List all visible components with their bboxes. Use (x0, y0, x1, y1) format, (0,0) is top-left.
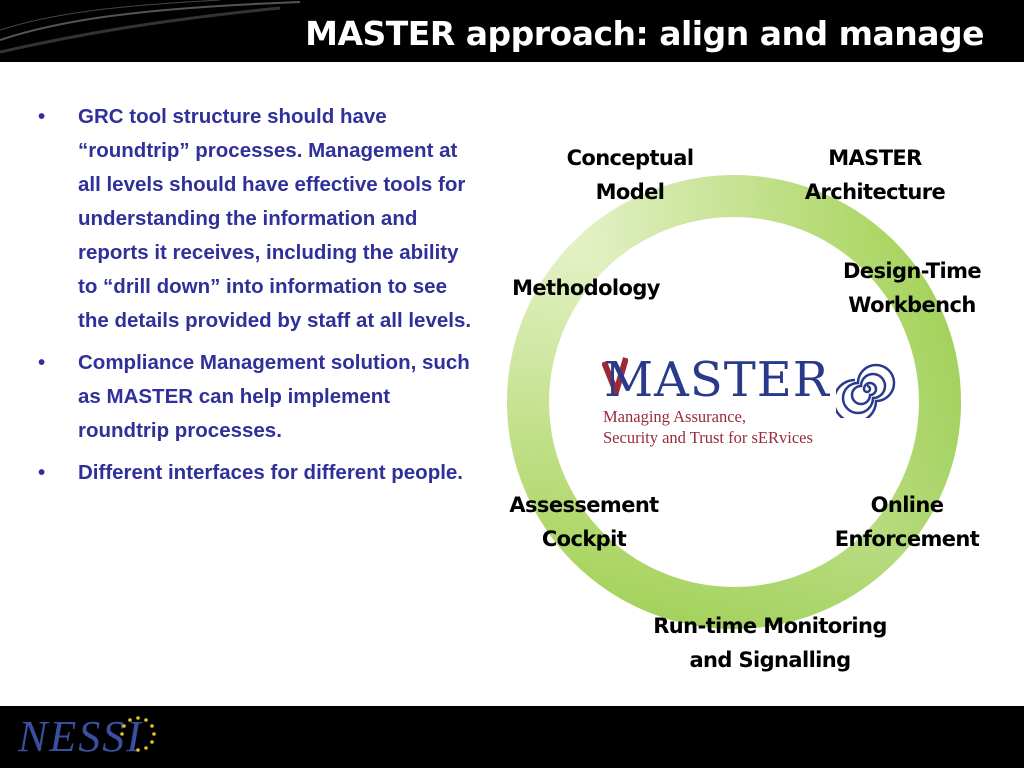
bullet-text: Compliance Management solution, such as … (78, 351, 470, 442)
label-assessement-cockpit: Assessement Cockpit (509, 493, 659, 551)
cycle-ring (507, 175, 961, 629)
bullet-marker: • (38, 105, 46, 128)
logo-subtitle-line1: Managing Assurance, (603, 407, 746, 426)
bullet-marker: • (38, 461, 46, 484)
header-bar: MASTER approach: align and manage (0, 0, 1024, 62)
bullet-list: • GRC tool structure should have “roundt… (38, 100, 478, 498)
eu-stars-icon (120, 716, 156, 752)
nessi-logo: NESSI (18, 712, 143, 761)
label-methodology: Methodology (512, 276, 660, 300)
master-logo: MASTER Managing Assurance, Security and … (598, 352, 898, 452)
label-online-enforcement: Online Enforcement (834, 493, 980, 551)
bullet-item: • GRC tool structure should have “roundt… (38, 100, 478, 338)
bullet-text: Different interfaces for different peopl… (78, 461, 464, 484)
header-swoosh-decoration (0, 0, 300, 54)
bullet-item: • Compliance Management solution, such a… (38, 346, 478, 448)
label-runtime-monitoring: Run-time Monitoring and Signalling (653, 614, 887, 672)
label-master-architecture: MASTER Architecture (804, 146, 946, 204)
bullet-marker: • (38, 351, 46, 374)
logo-check-mark-icon (602, 357, 628, 396)
slide-title: MASTER approach: align and manage (305, 14, 984, 53)
bullet-text: GRC tool structure should have “roundtri… (78, 105, 472, 332)
label-conceptual-model: Conceptual Model (566, 146, 694, 204)
bullet-item: • Different interfaces for different peo… (38, 456, 478, 490)
logo-word: MASTER (604, 352, 830, 408)
logo-subtitle-line2: Security and Trust for sERvices (603, 428, 813, 447)
footer-bar: NESSI (0, 706, 1024, 768)
label-design-time-workbench: Design-Time Workbench (842, 259, 982, 317)
logo-spiral-icon (836, 363, 896, 418)
